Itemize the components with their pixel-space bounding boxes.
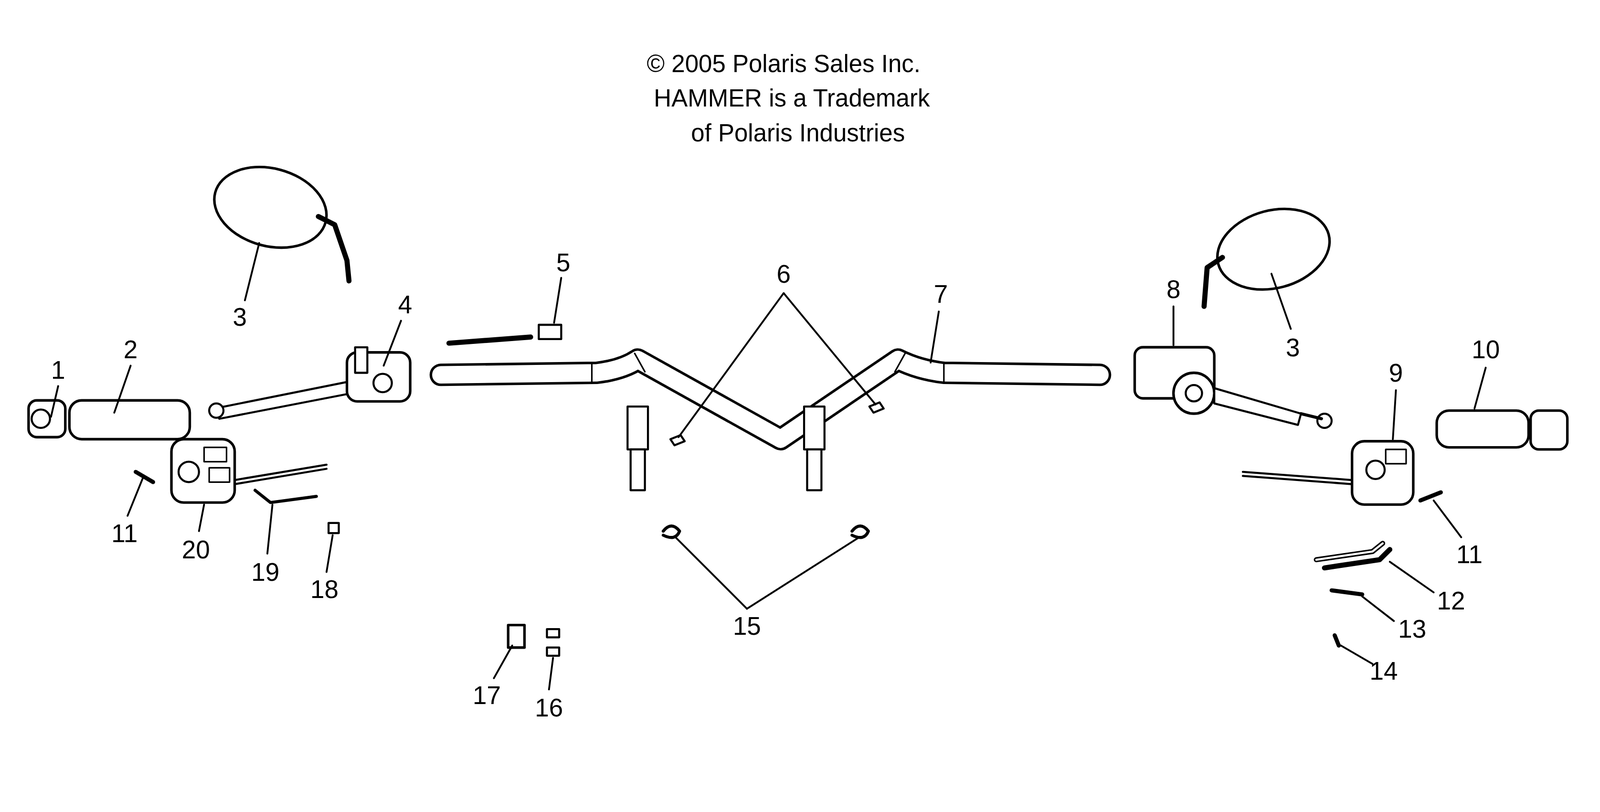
callout-number: 4 <box>398 291 413 317</box>
callout-number: 16 <box>534 694 563 721</box>
callout-number: 3 <box>1285 334 1300 360</box>
callout-number: 14 <box>1369 657 1398 684</box>
callout-number: 8 <box>1166 275 1181 302</box>
copyright-note: HAMMER is a Trademark <box>653 85 930 111</box>
callout-number: 17 <box>472 682 501 708</box>
callout-number: 15 <box>732 613 762 639</box>
callout-number: 11 <box>1456 541 1483 567</box>
callout-number: 7 <box>933 281 948 307</box>
callout-number: 13 <box>1398 615 1427 642</box>
callout-number: 18 <box>310 576 339 602</box>
callout-number: 5 <box>556 249 571 276</box>
callout-number: 20 <box>181 536 211 562</box>
callout-number: 2 <box>123 336 138 362</box>
callout-number: 1 <box>51 356 65 382</box>
callout-number: 10 <box>1471 336 1500 362</box>
callout-number: 19 <box>251 558 280 584</box>
callout-number: 9 <box>1388 360 1403 386</box>
callout-number: 11 <box>111 519 138 546</box>
callout-number: 12 <box>1436 587 1465 613</box>
copyright-note: of Polaris Industries <box>690 120 905 145</box>
copyright-note: © 2005 Polaris Sales Inc. <box>646 51 921 76</box>
callout-number: 3 <box>232 303 247 329</box>
callout-number: 6 <box>776 260 791 287</box>
